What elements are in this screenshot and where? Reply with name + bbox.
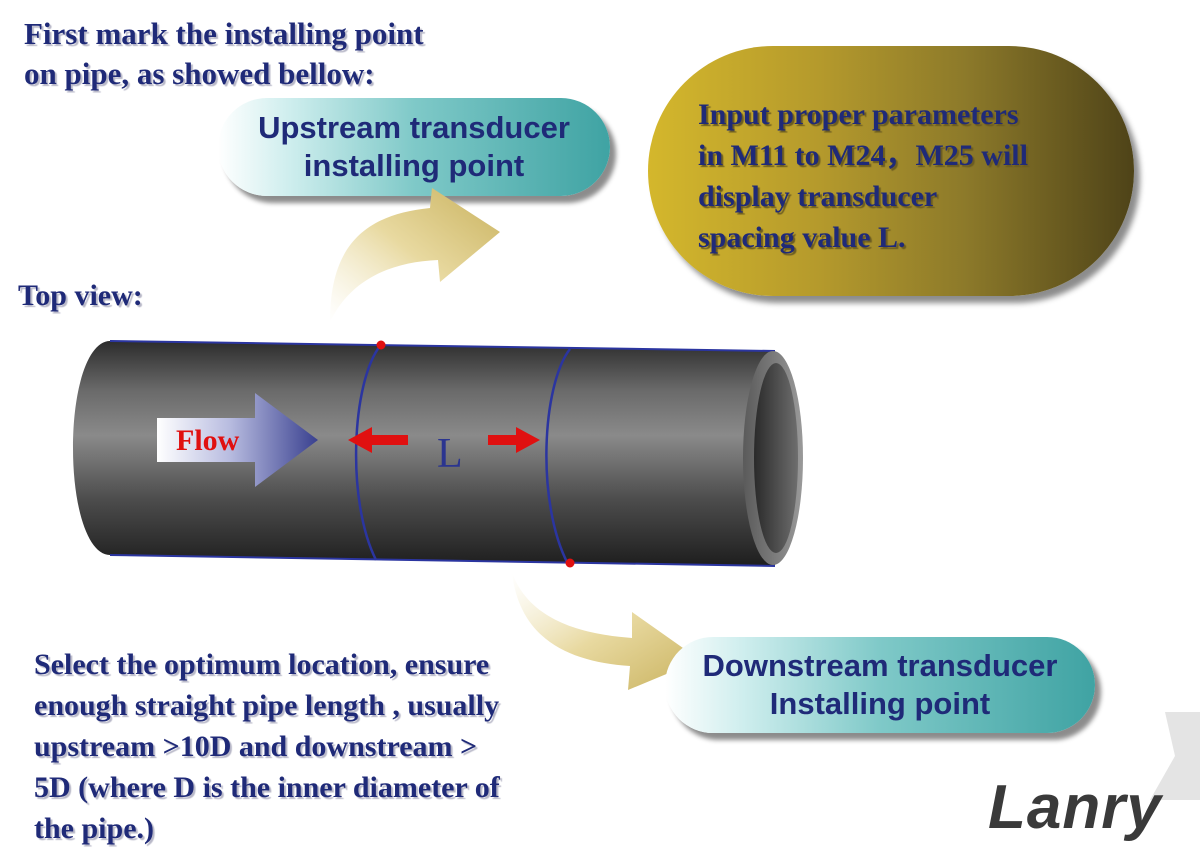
curved-arrow-icon xyxy=(512,573,700,690)
parameter-note: Input proper parameters in M11 to M24，M2… xyxy=(698,98,1028,254)
top-view-label: Top view: xyxy=(18,279,143,312)
intro-text: First mark the installing point on pipe,… xyxy=(24,14,424,94)
spacing-arrow-icon xyxy=(348,427,540,453)
advice-line-1: Select the optimum location, ensure xyxy=(34,648,490,681)
upstream-pill: Upstream transducer installing point xyxy=(218,98,610,196)
advice-line-5: the pipe.) xyxy=(34,812,154,845)
lanry-logo: Lanry xyxy=(988,773,1162,842)
marker-dot-icon xyxy=(565,558,575,568)
parameter-note-box: Input proper parameters in M11 to M24，M2… xyxy=(648,46,1134,296)
downstream-pill: Downstream transducer Installing point xyxy=(665,637,1095,733)
marker-dot-icon xyxy=(376,340,386,350)
advice-text: Select the optimum location, ensure enou… xyxy=(34,644,594,849)
downstream-pill-line-1: Downstream transducer xyxy=(702,648,1058,683)
spacing-label: L xyxy=(437,431,463,477)
downstream-mark-line xyxy=(545,348,571,565)
pipe xyxy=(73,340,803,567)
flow-label: Flow xyxy=(176,424,240,457)
advice-line-3: upstream >10D and downstream > xyxy=(34,730,478,763)
intro-line-1: First mark the installing point xyxy=(24,16,424,51)
advice-line-4: 5D (where D is the inner diameter of xyxy=(34,771,500,804)
decorative-chevron xyxy=(1150,712,1200,800)
curved-arrow-icon xyxy=(330,188,500,322)
upstream-pill-line-1: Upstream transducer xyxy=(258,110,570,145)
intro-line-2: on pipe, as showed bellow: xyxy=(24,56,375,91)
upstream-pill-line-2: installing point xyxy=(303,148,525,183)
downstream-pill-line-2: Installing point xyxy=(769,686,991,721)
flow-arrow-icon xyxy=(157,393,318,487)
advice-line-2: enough straight pipe length , usually xyxy=(34,689,500,722)
